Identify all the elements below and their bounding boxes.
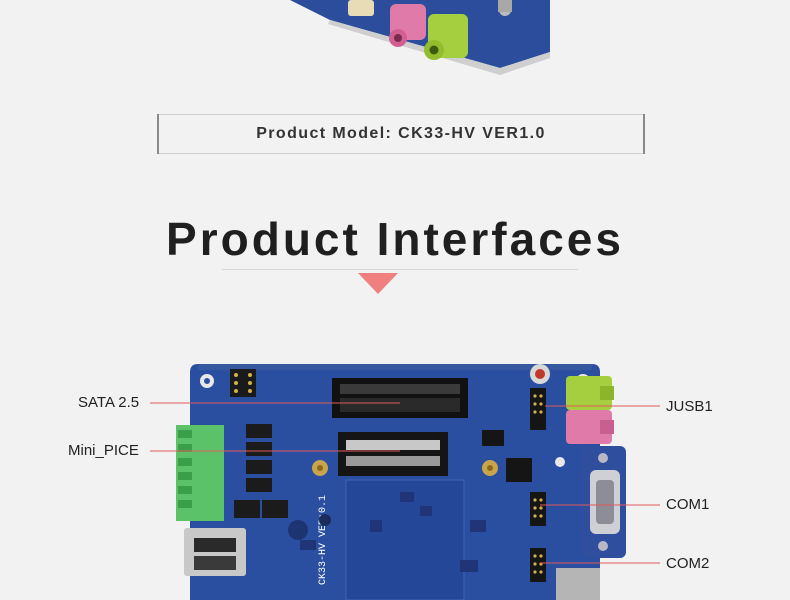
- product-model-banner: Product Model: CK33-HV VER1.0: [157, 114, 645, 154]
- board-silkscreen: CK33-HV VER:0.1: [318, 495, 329, 585]
- label-mini-pcie: Mini_PICE: [68, 442, 139, 459]
- section-title: Product Interfaces: [166, 213, 624, 265]
- mini-pcie-slot: [338, 432, 465, 600]
- label-jusb1: JUSB1: [666, 398, 713, 415]
- rj45-port: [556, 568, 600, 600]
- audio-jack-pink: [389, 4, 426, 47]
- label-sata: SATA 2.5: [78, 394, 140, 411]
- board-diagram: CK33-HV VER:0.1: [150, 364, 660, 600]
- sata-connector: [332, 378, 468, 418]
- audio-jack-green: [424, 14, 468, 60]
- label-com2: COM2: [666, 555, 710, 572]
- top-board-image: [290, 0, 550, 75]
- label-com1: COM1: [666, 496, 710, 513]
- audio-jack-pink-2: [566, 410, 614, 444]
- db9-serial-connector: [580, 446, 626, 558]
- product-model-text: Product Model: CK33-HV VER1.0: [256, 125, 546, 142]
- green-terminal-block: [176, 425, 224, 521]
- audio-jack-green-2: [566, 376, 614, 410]
- down-triangle-icon: [358, 273, 398, 294]
- title-underline: [222, 269, 578, 270]
- usb-port: [184, 528, 246, 576]
